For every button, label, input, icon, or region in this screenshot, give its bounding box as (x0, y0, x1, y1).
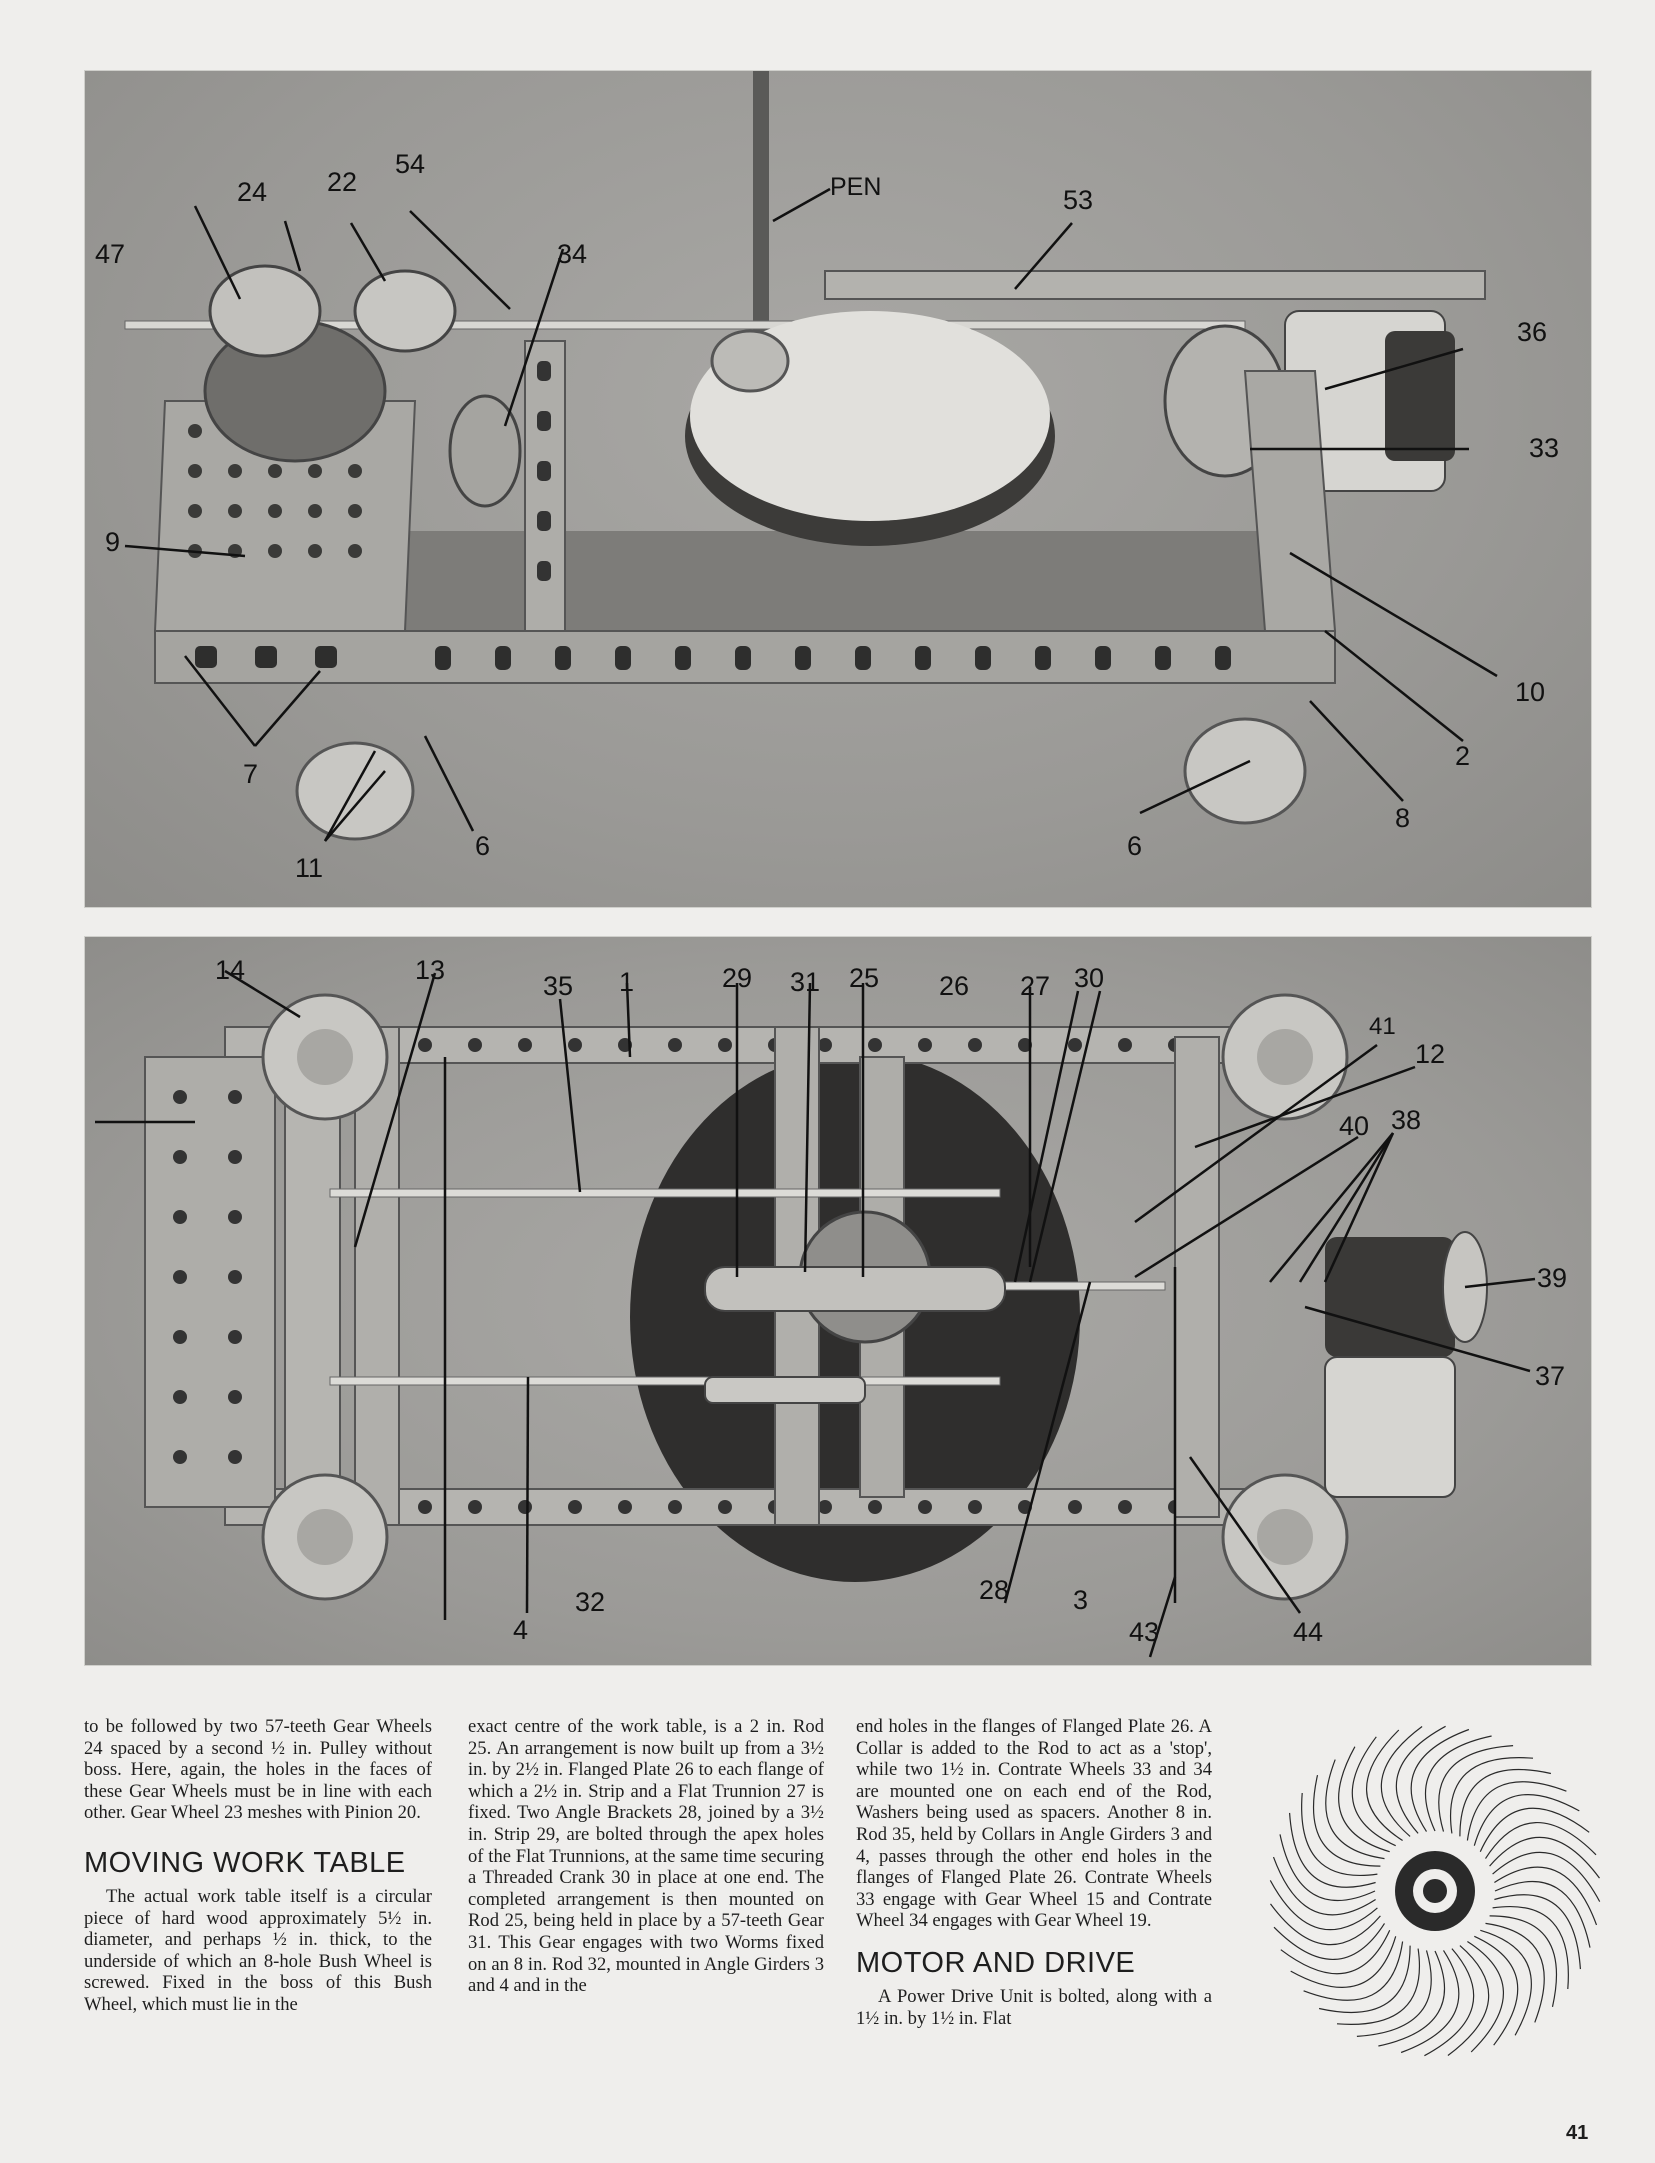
column3-paragraph-1: end holes in the flanges of Flanged Plat… (856, 1716, 1212, 1932)
spirograph-pattern-drawing (1269, 1725, 1601, 2057)
callout-36: 36 (1517, 317, 1548, 347)
column1-paragraph-2: The actual work table itself is a circul… (84, 1885, 432, 2015)
heading-motor-and-drive: MOTOR AND DRIVE (856, 1946, 1136, 1979)
callout-31: 31 (790, 967, 821, 997)
callout-28: 28 (979, 1575, 1010, 1605)
callout-11: 11 (295, 853, 324, 883)
callout-3: 3 (1073, 1585, 1089, 1615)
callout-30: 30 (1074, 963, 1105, 993)
callout-22: 22 (327, 167, 358, 197)
callout-6-left: 6 (475, 831, 491, 861)
model-illustration-underside (95, 969, 1536, 1658)
callout-12: 12 (1415, 1039, 1446, 1069)
callout-35: 35 (543, 971, 574, 1001)
callout-8: 8 (1395, 803, 1411, 833)
callout-24: 24 (237, 177, 268, 207)
callout-37: 37 (1535, 1361, 1566, 1391)
photo-model-underside: 14 13 35 1 29 31 25 26 27 30 41 12 5 40 … (84, 936, 1592, 1666)
callout-43: 43 (1129, 1617, 1160, 1647)
callout-33: 33 (1529, 433, 1560, 463)
callout-26: 26 (939, 971, 970, 1001)
column2-paragraph-1: exact centre of the work table, is a 2 i… (468, 1716, 824, 1997)
callout-13: 13 (415, 955, 446, 985)
callout-47: 47 (95, 239, 126, 269)
callout-54: 54 (395, 149, 426, 179)
callout-1: 1 (619, 967, 635, 997)
callout-6-right: 6 (1127, 831, 1143, 861)
callout-10: 10 (1515, 677, 1546, 707)
page-number: 41 (1566, 2122, 1589, 2144)
callout-7: 7 (243, 759, 259, 789)
callout-14: 14 (215, 955, 246, 985)
text-column-1: to be followed by two 57-teeth Gear Whee… (84, 1716, 432, 2016)
callout-38: 38 (1391, 1105, 1422, 1135)
callout-29: 29 (722, 963, 753, 993)
model-illustration-top (124, 71, 1498, 842)
photo-assembled-model-top: 24 22 54 PEN 53 47 34 36 33 9 10 2 7 6 1… (84, 70, 1592, 908)
callout-53: 53 (1063, 185, 1094, 215)
text-column-2: exact centre of the work table, is a 2 i… (468, 1716, 824, 1997)
column1-paragraph-1: to be followed by two 57-teeth Gear Whee… (84, 1716, 432, 1824)
callout-41: 41 (1369, 1013, 1396, 1040)
callout-39: 39 (1537, 1263, 1568, 1293)
column3-paragraph-2: A Power Drive Unit is bolted, along with… (856, 1985, 1212, 2029)
callout-34: 34 (557, 239, 588, 269)
heading-moving-work-table: MOVING WORK TABLE (84, 1846, 406, 1879)
callout-2: 2 (1455, 741, 1471, 771)
callout-pen: PEN (830, 173, 882, 201)
callout-27: 27 (1020, 971, 1051, 1001)
callout-25: 25 (849, 963, 880, 993)
text-column-3: end holes in the flanges of Flanged Plat… (856, 1716, 1212, 2029)
callout-44: 44 (1293, 1617, 1324, 1647)
callout-4: 4 (513, 1615, 529, 1645)
callout-32: 32 (575, 1587, 606, 1617)
callout-9: 9 (105, 527, 121, 557)
callout-40: 40 (1339, 1111, 1370, 1141)
